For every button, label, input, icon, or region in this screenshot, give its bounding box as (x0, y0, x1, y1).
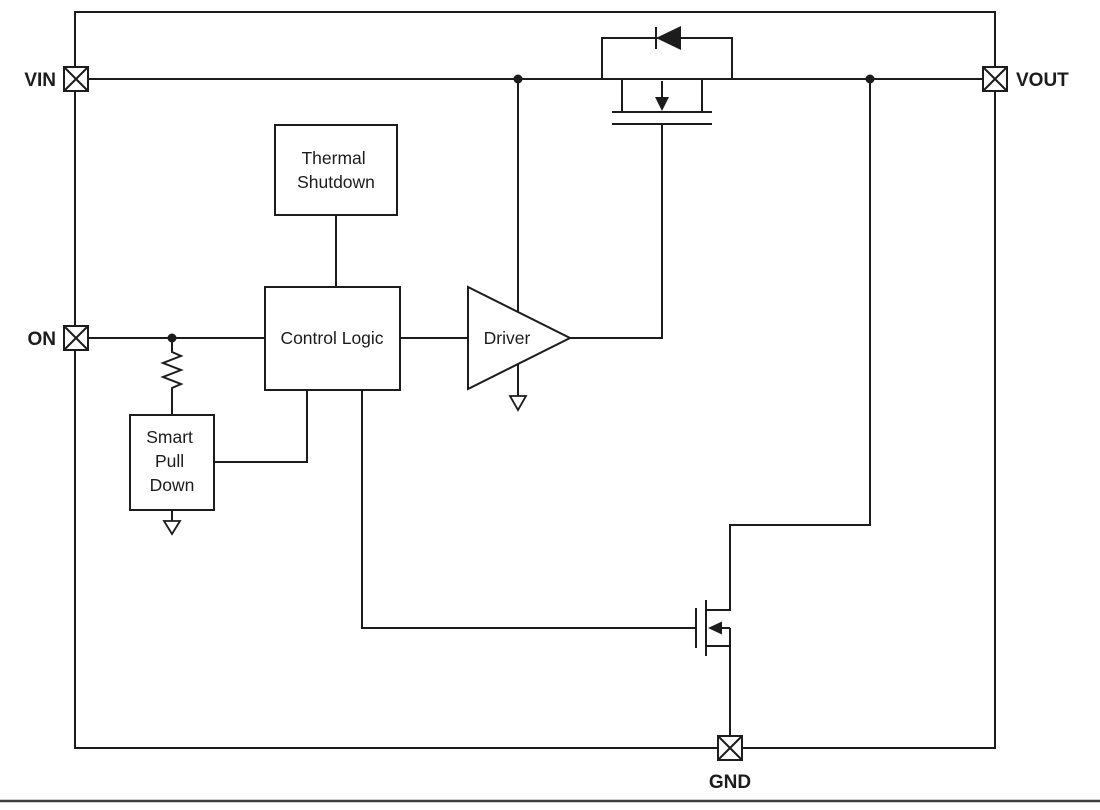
driver-buffer: Driver (467, 79, 573, 412)
gnd-pin-x-mark (717, 735, 743, 761)
ic-boundary-box (74, 11, 996, 749)
thermal-shutdown-label: Thermal Shutdown (297, 148, 375, 192)
vin-pin-x-mark (63, 66, 89, 92)
thermal-shutdown-label-line2: Shutdown (297, 172, 375, 192)
thermal-shutdown-label-line1: Thermal (301, 148, 365, 168)
wire-spd-to-control-logic (214, 390, 308, 463)
pulldown-resistor (160, 338, 184, 415)
junction-dot-on-node (167, 333, 177, 343)
nmos-source-to-gnd (706, 645, 731, 736)
diode-anode-arrow (656, 26, 681, 50)
thermal-shutdown-box (274, 124, 398, 216)
control-logic-block: Control Logic (264, 286, 401, 391)
thermal-shutdown-block: Thermal Shutdown (274, 124, 398, 216)
body-diode (601, 26, 733, 79)
gnd-pin: GND (709, 735, 751, 793)
junction-dot-vout-node (865, 74, 875, 84)
smart-pull-down-block: Smart Pull Down (129, 414, 215, 536)
control-logic-box (264, 286, 401, 391)
smart-pull-down-label-line1: Smart (146, 427, 193, 447)
nmos-body-arrowhead (708, 621, 722, 635)
discharge-fet-nmos (695, 79, 871, 736)
wire-driver-to-gate (570, 124, 663, 339)
nmos-drain-to-vout-rail (706, 79, 871, 611)
junction-dot-driver-supply (513, 74, 523, 84)
smart-pull-down-box (129, 414, 215, 511)
on-pin-x-mark (63, 325, 89, 351)
vin-pin-label: VIN (24, 70, 56, 91)
wire-control-logic-to-nmos-gate (361, 390, 696, 629)
vout-pin: VOUT (982, 66, 1069, 92)
driver-ground-symbol (508, 395, 528, 412)
pmos-body-arrowhead (655, 97, 669, 111)
smart-pull-down-label-line3: Down (150, 475, 195, 495)
vout-pin-x-mark (982, 66, 1008, 92)
vin-pin: VIN (24, 66, 89, 92)
spd-ground-symbol (162, 520, 182, 536)
on-pin-label: ON (28, 329, 57, 350)
vout-pin-label: VOUT (1016, 70, 1069, 91)
gnd-pin-label: GND (709, 772, 751, 793)
control-logic-label: Control Logic (280, 328, 383, 348)
smart-pull-down-label: Smart Pull Down (146, 427, 198, 495)
driver-label: Driver (484, 328, 531, 348)
on-pin: ON (28, 325, 89, 351)
driver-triangle (467, 285, 573, 391)
smart-pull-down-label-line2: Pull (155, 451, 184, 471)
